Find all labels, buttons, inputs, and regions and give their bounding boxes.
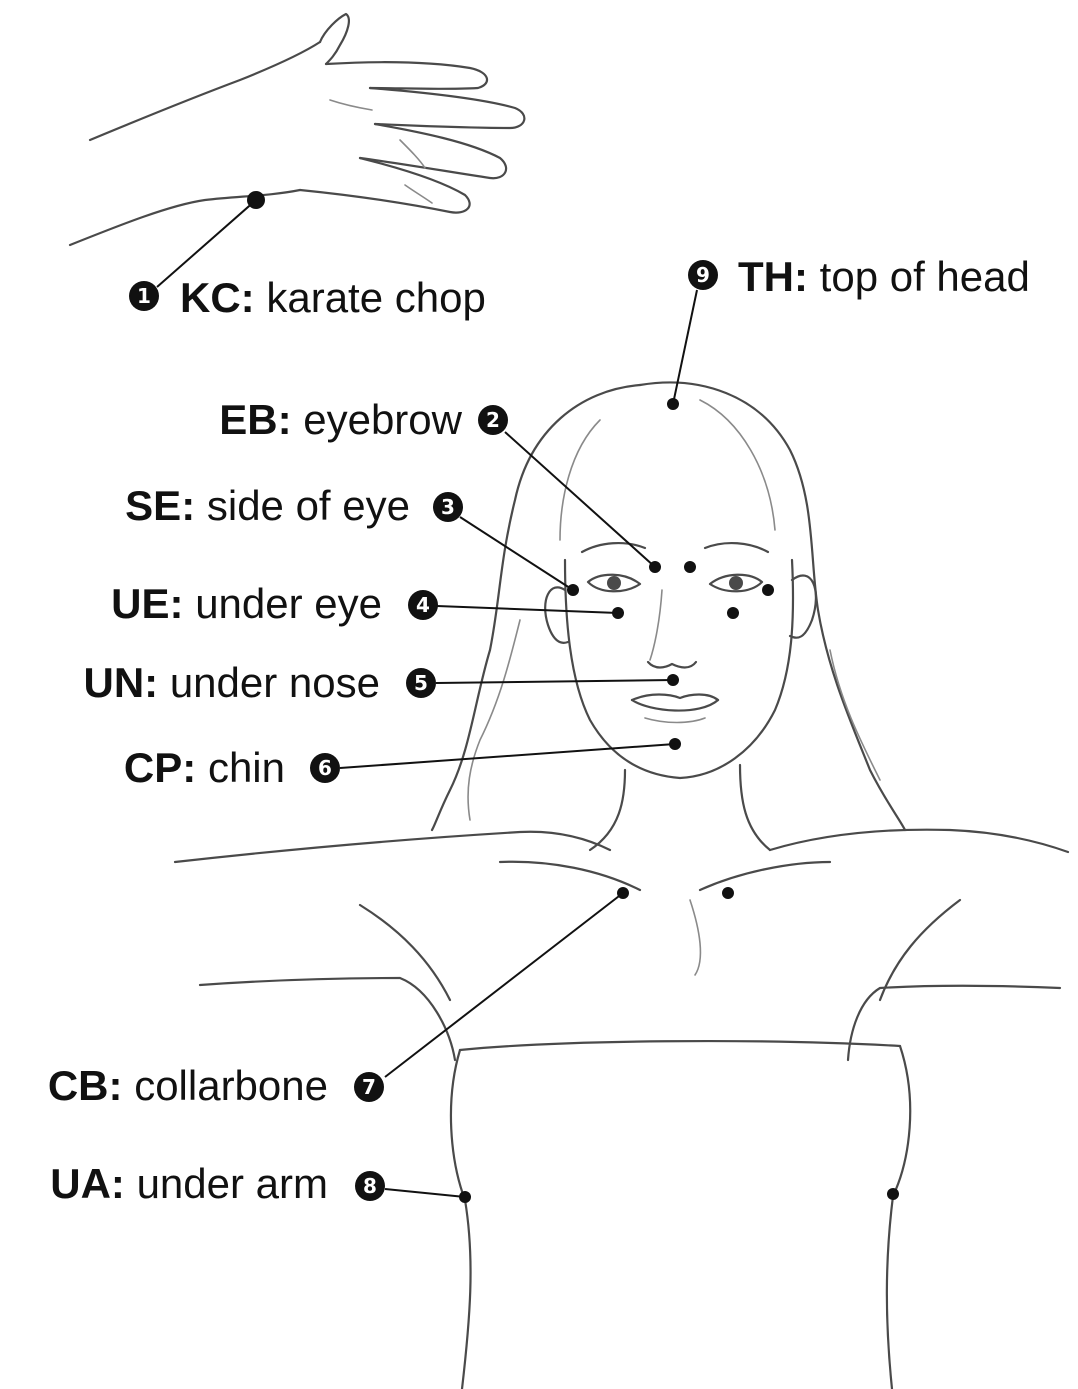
hand-illustration (70, 14, 524, 245)
dot-under-arm-right (887, 1188, 899, 1200)
point-abbr: UA (50, 1160, 111, 1207)
number-badge-2: 2 (478, 405, 508, 435)
leader-side-of-eye (460, 517, 573, 590)
point-name: chin (208, 744, 285, 791)
label-side-of-eye: SE: side of eye 3 (125, 482, 463, 529)
svg-text:1: 1 (137, 284, 151, 308)
number-badge-8: 8 (355, 1171, 385, 1201)
number-badge-1: 1 (129, 281, 159, 311)
label-chin: CP: chin 6 (124, 744, 340, 791)
number-badge-9: 9 (688, 260, 718, 290)
label-karate-chop: 1 KC: karate chop (129, 274, 486, 321)
point-name: eyebrow (303, 396, 462, 443)
number-badge-4: 4 (408, 590, 438, 620)
torso-illustration (175, 830, 1068, 1389)
leader-eyebrow (505, 432, 655, 567)
svg-text:UN: under nose: UN: under nose (83, 659, 380, 706)
point-abbr: CB (48, 1062, 109, 1109)
svg-text:9: 9 (696, 263, 710, 287)
number-badge-6: 6 (310, 753, 340, 783)
leader-chin (340, 744, 675, 768)
svg-text:CB: collarbone: CB: collarbone (48, 1062, 328, 1109)
number-badge-5: 5 (406, 668, 436, 698)
leader-under-nose (436, 680, 673, 683)
svg-text:3: 3 (441, 495, 455, 519)
label-under-nose: UN: under nose 5 (83, 659, 436, 706)
leader-collarbone (385, 893, 623, 1077)
point-abbr: UN (83, 659, 144, 706)
svg-text:6: 6 (318, 756, 332, 780)
point-name: under arm (137, 1160, 328, 1207)
svg-text:8: 8 (363, 1174, 377, 1198)
point-name: top of head (820, 253, 1030, 300)
label-collarbone: CB: collarbone 7 (48, 1062, 384, 1109)
point-abbr: UE (111, 580, 169, 627)
label-under-eye: UE: under eye 4 (111, 580, 438, 627)
svg-text:EB: eyebrow: EB: eyebrow (219, 396, 462, 443)
point-name: karate chop (266, 274, 485, 321)
point-name: side of eye (207, 482, 410, 529)
svg-text:UE: under eye: UE: under eye (111, 580, 382, 627)
label-top-of-head: 9 TH: top of head (688, 253, 1030, 300)
label-under-arm: UA: under arm 8 (50, 1160, 385, 1207)
dot-under-eye-right (727, 607, 739, 619)
dot-side-of-eye-right (762, 584, 774, 596)
number-badge-7: 7 (354, 1072, 384, 1102)
dot-eyebrow-right (684, 561, 696, 573)
point-name: under nose (170, 659, 380, 706)
leader-top-of-head (673, 290, 697, 404)
leader-under-arm (385, 1189, 465, 1197)
number-badge-3: 3 (433, 492, 463, 522)
label-eyebrow: EB: eyebrow 2 (219, 396, 508, 443)
head-illustration (432, 383, 905, 850)
leader-under-eye (437, 606, 618, 613)
svg-text:4: 4 (416, 593, 430, 617)
point-abbr: EB (219, 396, 277, 443)
point-abbr: SE (125, 482, 181, 529)
svg-text:TH: top of head: TH: top of head (738, 253, 1030, 300)
point-abbr: TH (738, 253, 794, 300)
dot-collarbone-right (722, 887, 734, 899)
svg-text:7: 7 (362, 1075, 376, 1099)
point-abbr: CP (124, 744, 182, 791)
svg-text:UA: under arm: UA: under arm (50, 1160, 328, 1207)
svg-text:2: 2 (486, 408, 500, 432)
point-abbr: KC (180, 274, 241, 321)
svg-text:CP: chin: CP: chin (124, 744, 285, 791)
svg-text:SE: side of eye: SE: side of eye (125, 482, 410, 529)
svg-text:5: 5 (414, 671, 428, 695)
svg-text:KC: karate chop: KC: karate chop (180, 274, 486, 321)
point-name: collarbone (134, 1062, 328, 1109)
point-name: under eye (195, 580, 382, 627)
